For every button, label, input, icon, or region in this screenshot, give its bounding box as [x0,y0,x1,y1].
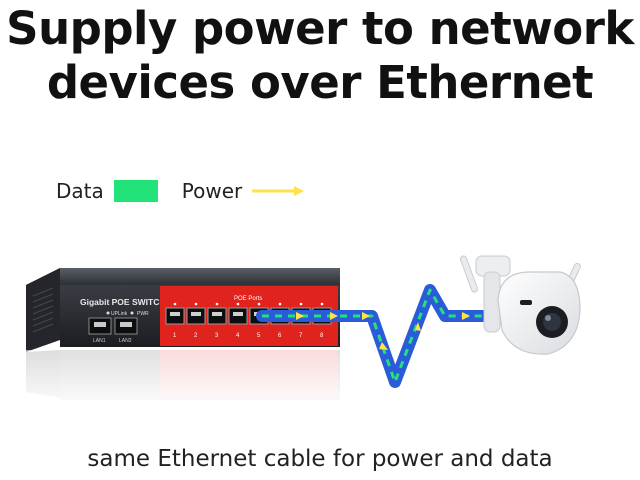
power-arrow-icon [252,186,305,196]
switch-brand-label: Gigabit POE SWITCH [80,297,165,307]
poe-port-led [320,302,324,306]
lan2-label: LAN2 [119,338,132,344]
poe-port-led [215,302,219,306]
ethernet-cable [256,284,496,388]
port-number-label: 6 [278,333,282,339]
port-number-group: 1 2 3 4 5 6 7 8 [173,333,324,339]
power-flow-arrows [296,312,470,350]
lan1-label: LAN1 [93,338,106,344]
port-number-label: 1 [173,333,177,339]
uplink-label: UPLink [111,311,128,317]
poe-port-led [278,302,282,306]
legend: Data Power [56,176,305,206]
port-number-label: 7 [299,333,303,339]
poe-port-contacts [191,312,201,316]
headline-line-2: devices over Ethernet [46,56,594,109]
poe-ports-label: POE Ports [234,296,262,302]
poe-port-contacts [170,312,180,316]
port-number-label: 5 [257,333,261,339]
poe-port-led [173,302,177,306]
data-swatch [113,180,158,202]
security-camera-icon [460,255,581,355]
legend-power-label: Power [181,179,243,203]
poe-port-led [236,302,240,306]
port-number-label: 4 [236,333,240,339]
port-number-label: 3 [215,333,219,339]
pwr-label: PWR [137,311,149,317]
headline: Supply power to network devices over Eth… [0,2,640,110]
data-flow-line [262,288,490,384]
poe-port-led [299,302,303,306]
headline-line-1: Supply power to network [6,2,634,55]
switch-top [26,268,340,285]
poe-port-contacts [233,312,243,316]
poe-port-led [257,302,261,306]
poe-port-led [194,302,198,306]
poe-port-contacts [212,312,222,316]
side-vents [32,287,54,333]
caption: same Ethernet cable for power and data [87,446,553,472]
legend-data-label: Data [56,179,104,203]
port-number-label: 8 [320,333,324,339]
port-number-label: 2 [194,333,198,339]
reflection-fade [20,350,350,410]
